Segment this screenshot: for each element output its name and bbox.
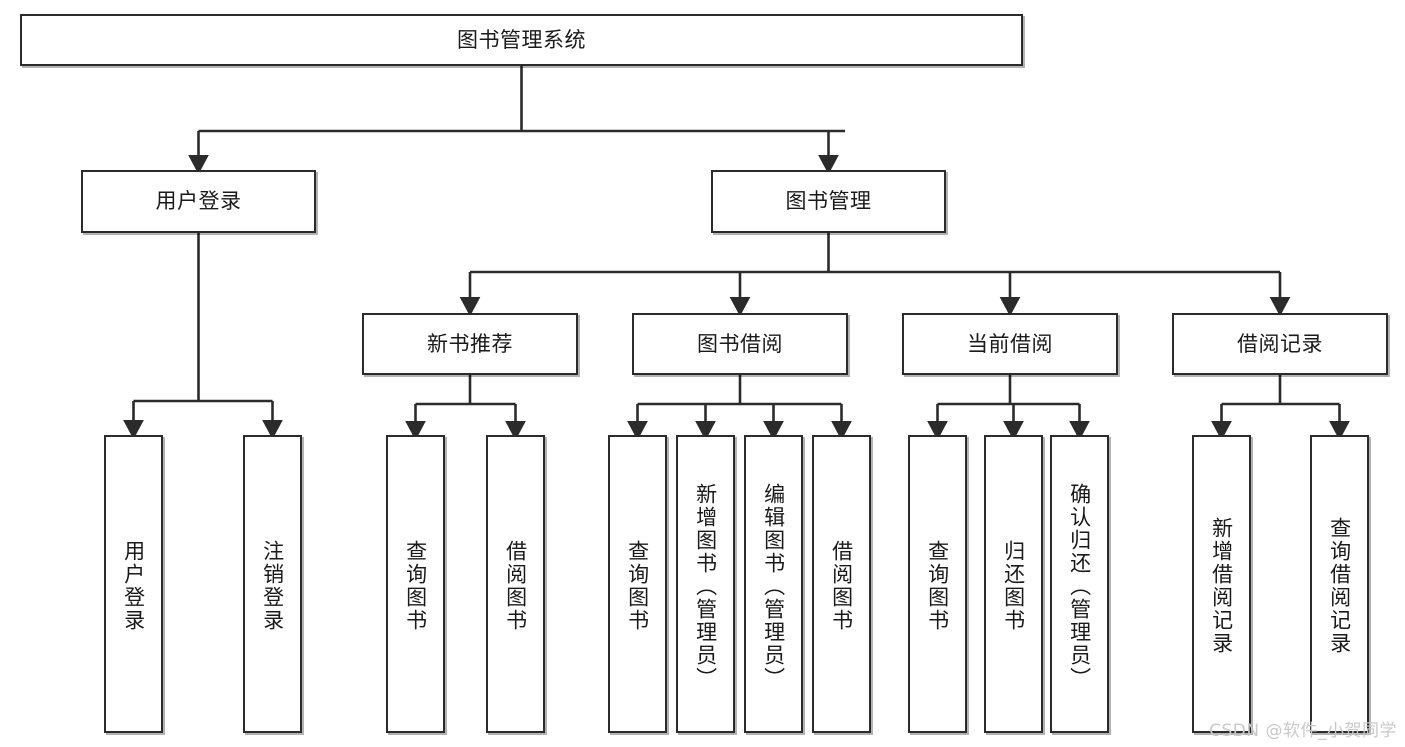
node-leaf-confirm-return-label: 确认归还（管理员） xyxy=(1067,482,1092,690)
node-user-login-label: 用户登录 xyxy=(155,189,242,214)
node-leaf-borrow-book-1-label: 借阅图书 xyxy=(503,540,528,632)
node-leaf-confirm-return[interactable]: 确认归还（管理员） xyxy=(1050,435,1109,733)
node-leaf-query-book-3[interactable]: 查询图书 xyxy=(908,435,967,733)
node-borrow-record[interactable]: 借阅记录 xyxy=(1172,313,1388,375)
node-book-management-label: 图书管理 xyxy=(785,189,872,214)
node-leaf-return-book[interactable]: 归还图书 xyxy=(984,435,1043,733)
node-leaf-query-book-1-label: 查询图书 xyxy=(403,540,428,632)
node-leaf-query-book-2-label: 查询图书 xyxy=(625,540,650,632)
node-leaf-user-login[interactable]: 用户登录 xyxy=(104,435,163,733)
node-leaf-add-book-label: 新增图书（管理员） xyxy=(693,482,718,690)
node-leaf-borrow-book-1[interactable]: 借阅图书 xyxy=(486,435,545,733)
node-book-management[interactable]: 图书管理 xyxy=(711,170,946,233)
node-leaf-edit-book-label: 编辑图书（管理员） xyxy=(761,482,786,690)
node-leaf-borrow-book-2-label: 借阅图书 xyxy=(829,540,854,632)
node-book-borrow-label: 图书借阅 xyxy=(697,331,783,356)
node-user-login[interactable]: 用户登录 xyxy=(81,170,316,233)
node-leaf-return-book-label: 归还图书 xyxy=(1001,540,1026,632)
node-book-borrow[interactable]: 图书借阅 xyxy=(632,313,848,375)
node-leaf-add-record[interactable]: 新增借阅记录 xyxy=(1192,435,1251,733)
node-current-borrow[interactable]: 当前借阅 xyxy=(902,313,1118,375)
node-leaf-add-book[interactable]: 新增图书（管理员） xyxy=(676,435,735,733)
node-leaf-logout[interactable]: 注销登录 xyxy=(243,435,302,733)
csdn-watermark: CSDN @软件_小贺同学 xyxy=(1209,721,1397,741)
node-root-label: 图书管理系统 xyxy=(457,27,586,52)
node-new-book-recommend-label: 新书推荐 xyxy=(427,331,513,356)
node-leaf-add-record-label: 新增借阅记录 xyxy=(1209,517,1234,655)
node-leaf-logout-label: 注销登录 xyxy=(260,540,285,632)
node-leaf-query-record-label: 查询借阅记录 xyxy=(1327,517,1352,655)
node-leaf-query-book-2[interactable]: 查询图书 xyxy=(608,435,667,733)
node-root[interactable]: 图书管理系统 xyxy=(20,14,1023,66)
node-leaf-user-login-label: 用户登录 xyxy=(121,540,146,632)
node-borrow-record-label: 借阅记录 xyxy=(1237,331,1323,356)
node-current-borrow-label: 当前借阅 xyxy=(967,331,1053,356)
node-leaf-query-book-3-label: 查询图书 xyxy=(925,540,950,632)
node-leaf-borrow-book-2[interactable]: 借阅图书 xyxy=(812,435,871,733)
node-leaf-query-book-1[interactable]: 查询图书 xyxy=(386,435,445,733)
node-leaf-query-record[interactable]: 查询借阅记录 xyxy=(1310,435,1369,733)
node-new-book-recommend[interactable]: 新书推荐 xyxy=(362,313,578,375)
node-leaf-edit-book[interactable]: 编辑图书（管理员） xyxy=(744,435,803,733)
